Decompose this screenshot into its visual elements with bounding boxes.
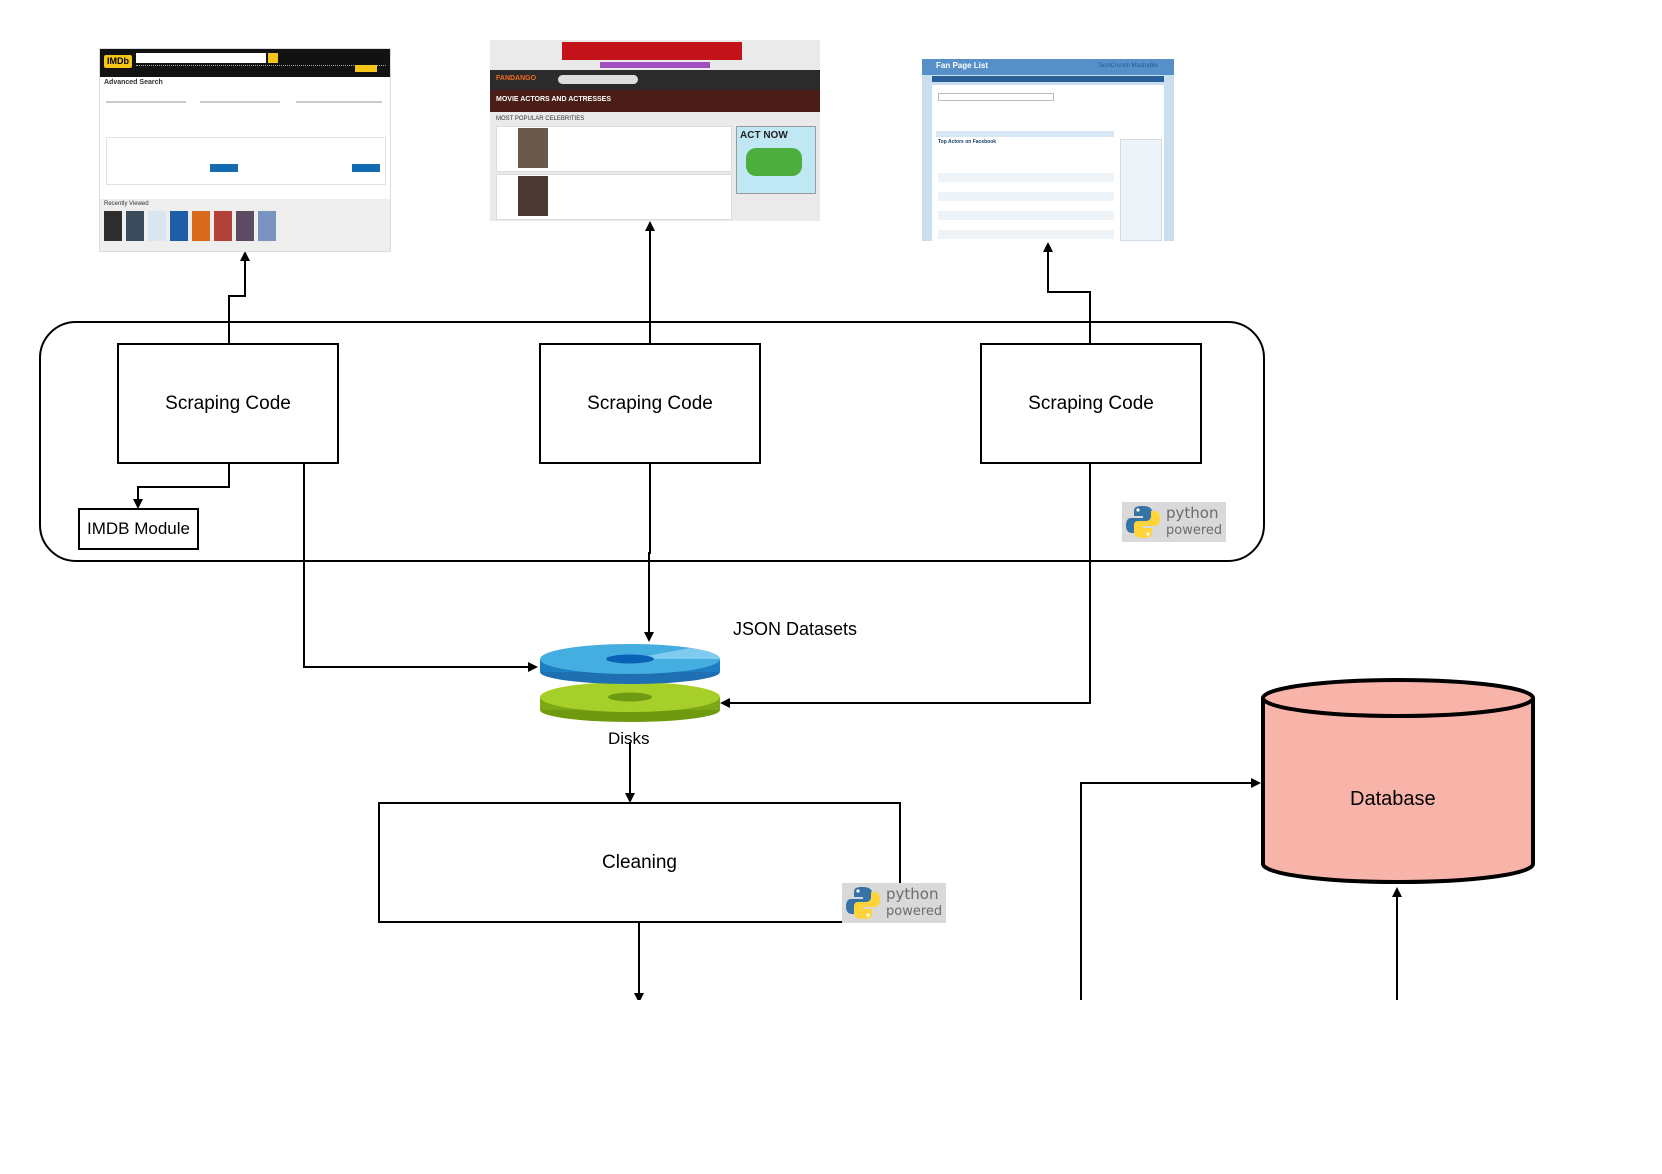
imdb-search-btn: [268, 53, 278, 63]
imdb-nav: [136, 65, 386, 72]
fandango-screenshot: FANDANGO MOVIE ACTORS AND ACTRESSES MOST…: [490, 40, 820, 221]
disks-label: Disks: [608, 729, 650, 748]
imdb-heading: Advanced Search: [104, 79, 163, 86]
fpl-nav: [932, 76, 1164, 82]
fandango-banner: [490, 90, 820, 112]
fpl-logo: Fan Page List: [936, 61, 989, 70]
cleaning-box: Cleaning: [378, 802, 901, 923]
database-label: Database: [1350, 788, 1436, 810]
python-logo-icon: [846, 887, 880, 919]
scraping-code-label-1: Scraping Code: [165, 392, 291, 414]
imdb-search-field: [136, 53, 266, 63]
imdb-posters: [104, 211, 279, 241]
scraping-code-box-3: Scraping Code: [980, 343, 1202, 464]
python-word: python: [1166, 504, 1219, 522]
arrow-scrape1-to-disks: [303, 463, 538, 672]
python-powered-badge-2: python powered: [842, 883, 946, 923]
fpl-section: Top Actors on Facebook: [938, 139, 997, 145]
scraper-group-frame: [39, 321, 1265, 562]
arrow-dbinserts-to-database: [1080, 778, 1261, 1000]
scraping-code-label-3: Scraping Code: [1028, 392, 1154, 414]
imdb-form-btn1: [210, 164, 238, 172]
fandango-promo-strip: [600, 62, 710, 68]
fpl-sidebar: [1120, 139, 1162, 241]
imdb-signin: [355, 65, 377, 72]
imdb-screenshot: IMDb Advanced Search Recently Viewed: [99, 48, 391, 252]
database-cylinder-shape: [1261, 678, 1535, 884]
fandango-photo2: [518, 176, 548, 216]
python-logo-icon: [1126, 506, 1160, 538]
imdb-logo: IMDb: [104, 55, 132, 68]
arrow-scrape3-to-fanpagelist: [1043, 242, 1091, 343]
scraping-code-box-1: Scraping Code: [117, 343, 339, 464]
imdb-recent-label: Recently Viewed: [104, 201, 149, 207]
fpl-table-head: [936, 131, 1114, 137]
diagram: IMDb Advanced Search Recently Viewed FAN…: [39, 40, 1535, 1000]
arrow-scrape3-to-disks: [720, 463, 1091, 708]
fanpagelist-screenshot: Fan Page List TechCrunch Mashable Top Ac…: [922, 59, 1174, 241]
connectors-layer: [39, 221, 1535, 1000]
imdb-form-btn2: [352, 164, 380, 172]
disks-icon: [540, 644, 720, 722]
arrow-scrape2-to-disks: [644, 463, 654, 642]
powered-word: powered: [886, 904, 943, 919]
python-powered-badge-1: python powered: [1122, 502, 1226, 542]
fpl-sponsors: TechCrunch Mashable: [1098, 63, 1158, 69]
fandango-banner-title: MOVIE ACTORS AND ACTRESSES: [496, 96, 611, 103]
scraping-code-label-2: Scraping Code: [587, 392, 713, 414]
powered-word: powered: [1166, 523, 1223, 538]
fandango-photo1: [518, 128, 548, 168]
python-word: python: [886, 885, 939, 903]
imdb-form: [106, 137, 386, 185]
fandango-search: [558, 75, 638, 84]
arrow-scrape1-to-imdb: [228, 251, 250, 343]
python-powered-text-2: python powered: [886, 886, 942, 920]
fandango-ad-top: [562, 42, 742, 60]
python-powered-text-1: python powered: [1166, 505, 1222, 539]
imdb-col2: [200, 101, 280, 131]
fandango-nav: [490, 70, 820, 90]
fpl-search: [938, 93, 1054, 101]
arrow-scrape1-to-imdb-module: [133, 463, 230, 509]
scraping-code-box-2: Scraping Code: [539, 343, 761, 464]
fandango-logo: FANDANGO: [496, 75, 537, 82]
imdb-module-label: IMDB Module: [87, 519, 190, 538]
imdb-module-box: IMDB Module: [78, 508, 199, 550]
cleaning-label: Cleaning: [602, 851, 677, 873]
fandango-side-ad-art: [746, 148, 802, 176]
imdb-col3: [296, 101, 382, 131]
fandango-side-ad-title: ACT NOW: [740, 130, 788, 141]
json-datasets-label: JSON Datasets: [733, 619, 858, 639]
fpl-rows: [938, 163, 1114, 239]
fandango-section-title: MOST POPULAR CELEBRITIES: [496, 116, 585, 122]
fpl-header: [922, 59, 1174, 75]
imdb-col1: [106, 101, 186, 131]
